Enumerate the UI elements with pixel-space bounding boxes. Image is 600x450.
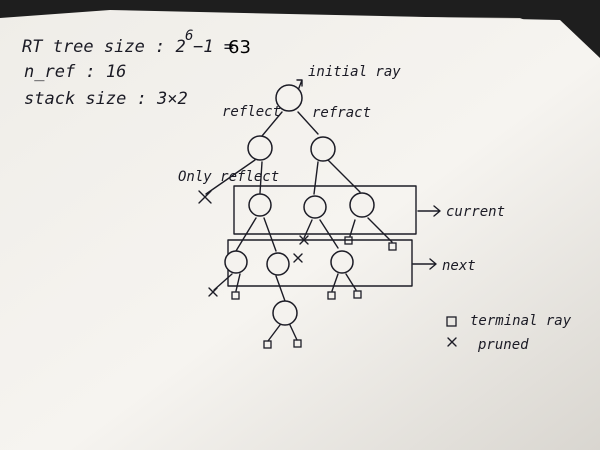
terminal-ray-symbol: [446, 316, 457, 327]
next-arrow: [412, 258, 437, 270]
current-node-1: [248, 193, 272, 217]
pruned-label: pruned: [477, 337, 529, 353]
notes-block: RT tree size : 2 6 −1 = 63 n_ref : 16 st…: [22, 28, 251, 109]
tree-edges: [205, 111, 393, 342]
next-node-3: [330, 250, 354, 274]
only-reflect-label: Only reflect: [178, 169, 279, 185]
root-node: [275, 84, 303, 112]
leaf-node: [272, 300, 298, 326]
current-label: current: [446, 204, 505, 220]
next-label: next: [442, 258, 476, 274]
terminal-rays: [231, 236, 397, 349]
reflect-node: [247, 135, 273, 161]
tree-size-minus-one: −1 =: [193, 37, 234, 57]
current-node-3: [349, 192, 375, 218]
current-node-2: [303, 195, 327, 219]
tree-size-value: 63: [228, 37, 251, 58]
refract-label: refract: [312, 105, 371, 121]
n-ref-label: n_ref : 16: [24, 62, 126, 82]
refract-node: [310, 136, 336, 162]
initial-ray-label: initial ray: [308, 64, 401, 80]
tree-size-label: RT tree size : 2: [22, 37, 186, 57]
reflect-label: reflect: [222, 104, 281, 120]
current-level-box: [233, 185, 417, 235]
legend: terminal ray pruned: [446, 313, 572, 353]
tree-nodes: [224, 84, 375, 326]
next-node-1: [224, 250, 248, 274]
pruned-symbol: [447, 337, 457, 347]
terminal-ray-label: terminal ray: [470, 313, 572, 329]
stack-size-label: stack size : 3×2: [24, 89, 188, 109]
current-arrow: [417, 205, 441, 217]
tree-size-exponent: 6: [185, 28, 193, 44]
next-node-2: [266, 252, 290, 276]
pruned-marks: [198, 190, 309, 297]
